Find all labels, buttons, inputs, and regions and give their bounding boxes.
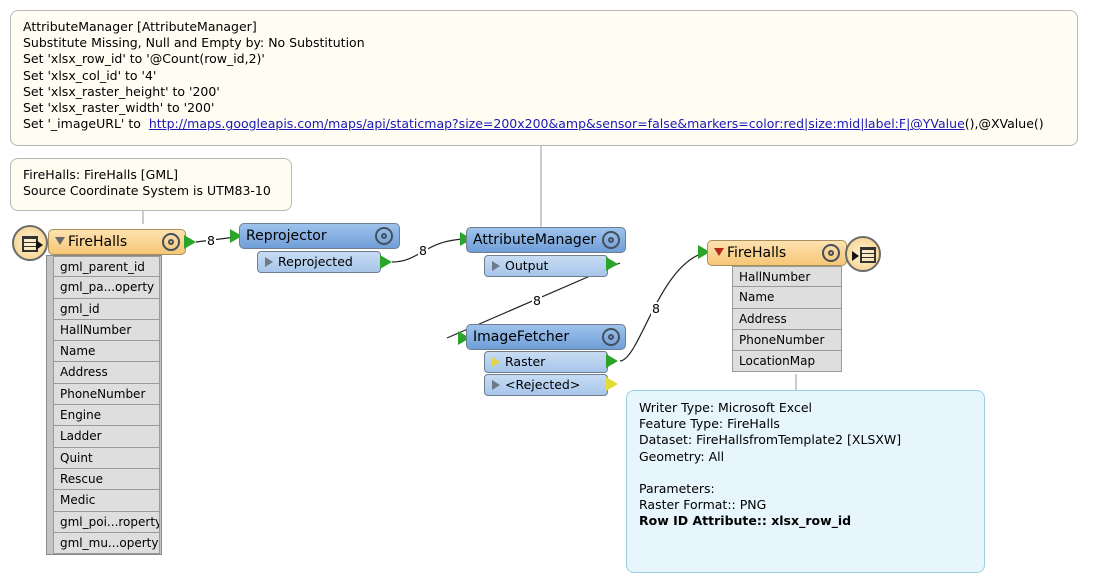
wire-reader-to-reprojector bbox=[195, 236, 237, 243]
expand-icon bbox=[492, 380, 500, 390]
attribute-item[interactable]: Name bbox=[53, 341, 160, 363]
attribute-item[interactable]: Address bbox=[732, 308, 842, 330]
reader-feature-type-header[interactable]: FireHalls bbox=[48, 229, 186, 255]
annotation-line: AttributeManager [AttributeManager] bbox=[23, 19, 257, 34]
attribute-item[interactable]: gml_pa...operty bbox=[53, 277, 160, 299]
attributemanager-title: AttributeManager bbox=[473, 232, 597, 248]
gear-icon[interactable] bbox=[602, 328, 620, 346]
collapse-icon[interactable] bbox=[714, 248, 724, 256]
writer-annotation[interactable]: Writer Type: Microsoft Excel Feature Typ… bbox=[626, 390, 985, 573]
attribute-item[interactable]: Rescue bbox=[53, 468, 160, 491]
table-icon bbox=[860, 247, 876, 263]
staticmap-url-link[interactable]: http://maps.googleapis.com/maps/api/stat… bbox=[148, 116, 965, 132]
annotation-line: Set 'xlsx_raster_width' to '200' bbox=[23, 100, 215, 116]
reader-output-port[interactable] bbox=[184, 235, 196, 249]
reader-title: FireHalls bbox=[68, 234, 128, 250]
imagefetcher-rejected-arrow[interactable] bbox=[606, 377, 618, 391]
wire-imagefetcher-to-writer bbox=[619, 251, 709, 362]
attribute-item[interactable]: gml_mu...operty bbox=[53, 532, 160, 555]
imagefetcher-output-port-raster[interactable]: Raster bbox=[484, 351, 608, 373]
attribute-item[interactable]: gml_id bbox=[53, 298, 160, 320]
expand-icon bbox=[492, 261, 500, 271]
reprojector-output-port-reprojected[interactable]: Reprojected bbox=[257, 251, 381, 273]
attribute-item[interactable]: Address bbox=[53, 362, 160, 384]
imagefetcher-title: ImageFetcher bbox=[473, 329, 570, 345]
port-label: <Rejected> bbox=[505, 377, 581, 392]
annotation-line: Set '_imageURL' to http://maps.googleapi… bbox=[23, 116, 1065, 132]
gear-icon[interactable] bbox=[602, 231, 620, 249]
feature-count-label[interactable]: 8 bbox=[206, 233, 216, 248]
annotation-line: Substitute Missing, Null and Empty by: N… bbox=[23, 35, 365, 51]
imagefetcher-output-port-rejected[interactable]: <Rejected> bbox=[484, 374, 608, 396]
attribute-item[interactable]: gml_poi...roperty bbox=[53, 511, 160, 533]
port-label: Raster bbox=[505, 354, 546, 369]
feature-count-label[interactable]: 8 bbox=[418, 243, 428, 258]
annotation-line: Raster Format:: PNG bbox=[639, 497, 767, 513]
attribute-item[interactable]: Engine bbox=[53, 405, 160, 427]
attributemanager-annotation[interactable]: AttributeManager [AttributeManager] Subs… bbox=[10, 10, 1078, 146]
annotation-line: Set 'xlsx_row_id' to '@Count(row_id,2)' bbox=[23, 51, 265, 67]
feature-count-label[interactable]: 8 bbox=[651, 301, 661, 316]
attribute-item[interactable]: Medic bbox=[53, 490, 160, 512]
gear-icon[interactable] bbox=[375, 227, 393, 245]
gear-icon[interactable] bbox=[162, 233, 180, 251]
reader-attribute-list: gml_parent_id gml_pa...operty gml_id Hal… bbox=[46, 255, 162, 556]
writer-attribute-list: HallNumber Name Address PhoneNumber Loca… bbox=[716, 266, 842, 373]
attribute-item[interactable]: Ladder bbox=[53, 426, 160, 448]
annotation-line: Source Coordinate System is UTM83-10 bbox=[23, 183, 271, 199]
wire-reprojector-to-attributemanager bbox=[391, 238, 467, 263]
attribute-item[interactable]: LocationMap bbox=[732, 351, 842, 373]
attributemanager-header[interactable]: AttributeManager bbox=[466, 227, 626, 253]
port-label: Output bbox=[505, 258, 549, 273]
gear-icon[interactable] bbox=[822, 244, 840, 262]
annotation-line: FireHalls: FireHalls [GML] bbox=[23, 167, 178, 182]
reprojector-output-arrow[interactable] bbox=[380, 255, 392, 269]
attribute-item[interactable]: gml_parent_id bbox=[53, 256, 160, 278]
attribute-item[interactable]: HallNumber bbox=[53, 319, 160, 342]
imagefetcher-header[interactable]: ImageFetcher bbox=[466, 324, 626, 350]
expand-icon bbox=[492, 357, 500, 367]
port-label: Reprojected bbox=[278, 254, 353, 269]
annotation-line: Writer Type: Microsoft Excel bbox=[639, 400, 812, 415]
reprojector-title: Reprojector bbox=[246, 228, 327, 244]
attribute-item[interactable]: Quint bbox=[53, 447, 160, 469]
collapse-icon[interactable] bbox=[55, 237, 65, 245]
annotation-line: Parameters: bbox=[639, 480, 715, 496]
writer-title: FireHalls bbox=[727, 245, 787, 261]
arrow-icon bbox=[36, 240, 43, 250]
expand-icon bbox=[265, 257, 273, 267]
feature-count-label[interactable]: 8 bbox=[532, 293, 542, 308]
writer-feature-type-header[interactable]: FireHalls bbox=[707, 240, 847, 266]
attribute-item[interactable]: HallNumber bbox=[732, 266, 842, 288]
reprojector-header[interactable]: Reprojector bbox=[239, 223, 400, 249]
reader-icon[interactable] bbox=[12, 225, 48, 261]
writer-icon[interactable] bbox=[845, 236, 881, 272]
annotation-line: Geometry: All bbox=[639, 448, 725, 464]
annotation-spacer bbox=[639, 465, 972, 481]
annotation-line: Row ID Attribute:: xlsx_row_id bbox=[639, 513, 852, 529]
attribute-item[interactable]: PhoneNumber bbox=[732, 329, 842, 352]
annotation-line: Dataset: FireHallsfromTemplate2 [XLSXW] bbox=[639, 432, 902, 448]
annotation-line: Set 'xlsx_raster_height' to '200' bbox=[23, 83, 220, 99]
attribute-item[interactable]: Name bbox=[732, 287, 842, 309]
attributemanager-output-port[interactable]: Output bbox=[484, 255, 608, 277]
annotation-text: (),@XValue() bbox=[964, 116, 1044, 132]
attributemanager-output-arrow[interactable] bbox=[606, 257, 618, 271]
imagefetcher-raster-arrow[interactable] bbox=[606, 354, 618, 368]
arrow-icon bbox=[852, 251, 859, 261]
annotation-line: Feature Type: FireHalls bbox=[639, 416, 780, 432]
reader-annotation[interactable]: FireHalls: FireHalls [GML] Source Coordi… bbox=[10, 158, 292, 211]
attribute-item[interactable]: PhoneNumber bbox=[53, 383, 160, 406]
annotation-line: Set 'xlsx_col_id' to '4' bbox=[23, 67, 157, 83]
annotation-text: Set '_imageURL' to bbox=[23, 116, 145, 132]
